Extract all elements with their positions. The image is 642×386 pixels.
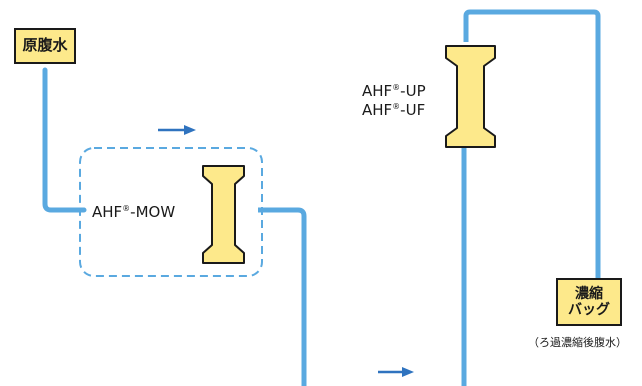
tube-mow-to-pump — [258, 207, 307, 386]
filter-cartridge-icon — [202, 165, 245, 264]
right-arrow-icon — [158, 125, 196, 135]
filter-up-label: AHF®-UP — [362, 82, 426, 100]
right-arrow-icon — [378, 367, 414, 377]
registered-mark: ® — [122, 204, 131, 213]
registered-mark: ® — [392, 102, 401, 111]
bag-label-line1: 濃縮 — [575, 285, 603, 302]
filter-cartridge-icon — [445, 45, 496, 148]
tube-up-to-bag — [463, 9, 601, 278]
bag-label-line2: バッグ — [568, 302, 610, 318]
tube-source-to-mow — [42, 67, 87, 213]
bag-caption: （ろ過濃縮後腹水） — [528, 336, 627, 349]
filter-mow-label: AHF®-MOW — [92, 203, 176, 221]
filter-uf-label: AHF®-UF — [362, 101, 426, 119]
registered-mark: ® — [392, 83, 401, 92]
concentrate-bag-box: 濃縮 バッグ — [556, 278, 622, 326]
mow-dashed-box — [79, 147, 263, 277]
source-ascites-label: 原腹水 — [22, 36, 68, 55]
source-ascites-box: 原腹水 — [14, 28, 76, 64]
